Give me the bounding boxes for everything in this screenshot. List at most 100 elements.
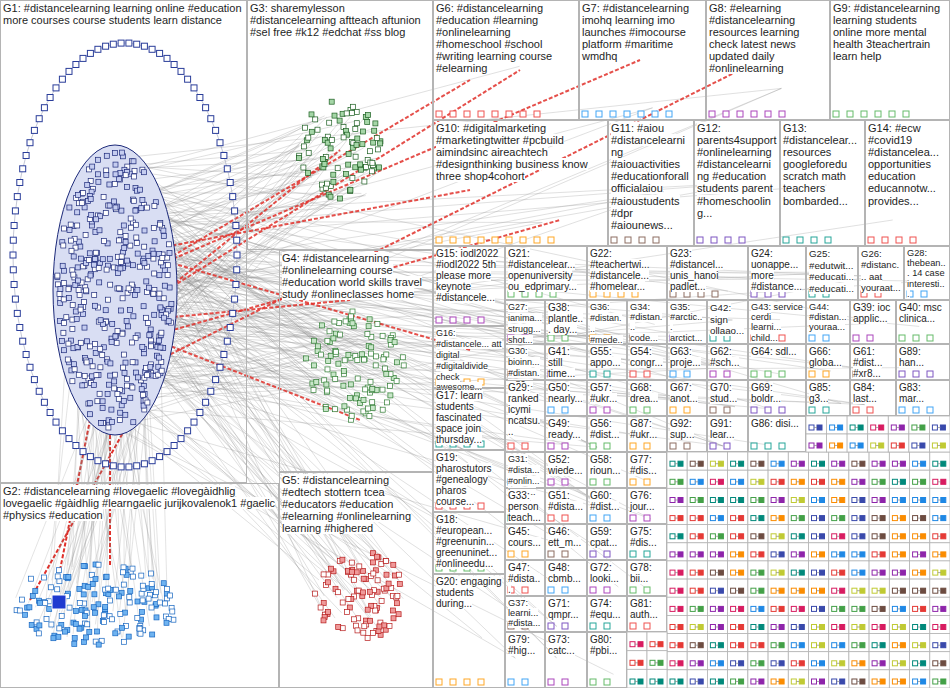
- vertex: [739, 679, 744, 684]
- vertex: [69, 248, 74, 253]
- tiny-group-cell: [788, 579, 808, 597]
- edge-line: [695, 554, 698, 555]
- edge-line: [837, 481, 840, 482]
- edge-line: [736, 663, 739, 664]
- vertex: [820, 625, 825, 630]
- vertex: [892, 643, 897, 648]
- vertex: [880, 661, 885, 666]
- vertex: [96, 179, 101, 184]
- vertex: [779, 606, 784, 611]
- vertex: [820, 461, 825, 466]
- vertex: [146, 254, 151, 259]
- vertex: [852, 661, 857, 666]
- tiny-group-cell: [728, 561, 748, 579]
- vertex: [799, 552, 804, 557]
- vertex: [53, 419, 59, 425]
- vertex: [374, 354, 379, 359]
- vertex: [892, 661, 897, 666]
- vertex: [812, 606, 817, 611]
- vertex: [933, 534, 938, 539]
- vertex: [872, 625, 877, 630]
- tiny-group-cell: [806, 416, 827, 434]
- tiny-group-cell: [667, 470, 687, 488]
- vertex: [67, 295, 72, 300]
- vertex: [88, 344, 93, 349]
- vertex: [81, 592, 86, 597]
- vertex: [779, 534, 784, 539]
- vertex: [135, 287, 140, 292]
- vertex: [779, 552, 784, 557]
- vertex: [751, 498, 756, 503]
- vertex: [840, 479, 845, 484]
- vertex: [144, 279, 149, 284]
- vertex: [130, 566, 135, 571]
- tiny-group-cell: [728, 452, 748, 470]
- edge-line: [837, 590, 840, 591]
- edge-line: [715, 663, 718, 664]
- edge-line: [938, 681, 941, 682]
- vertex: [718, 570, 723, 575]
- vertex: [739, 625, 744, 630]
- vertex: [860, 606, 865, 611]
- vertex: [140, 598, 145, 603]
- vertex: [51, 636, 56, 641]
- edge-line: [715, 572, 718, 573]
- edge-line: [756, 572, 759, 573]
- vertex: [104, 168, 109, 173]
- vertex: [670, 679, 675, 684]
- edge-line: [157, 334, 357, 386]
- vertex: [354, 109, 359, 114]
- vertex: [670, 479, 675, 484]
- vertex: [779, 661, 784, 666]
- edge-line: [897, 463, 900, 464]
- vertex: [325, 181, 330, 186]
- tiny-group-cell: [930, 561, 950, 579]
- edge-line: [817, 536, 820, 537]
- edge-line: [715, 518, 718, 519]
- vertex: [233, 223, 239, 229]
- vertex: [82, 325, 87, 330]
- edge-line: [877, 645, 880, 646]
- vertex: [710, 461, 715, 466]
- vertex: [55, 587, 60, 592]
- vertex: [12, 208, 18, 214]
- tiny-group-cell: [728, 579, 748, 597]
- tiny-group-cell: [748, 670, 768, 688]
- vertex: [698, 498, 703, 503]
- vertex: [698, 661, 703, 666]
- tiny-group-cell: [869, 452, 889, 470]
- vertex: [60, 338, 65, 343]
- vertex: [383, 366, 388, 371]
- vertex: [338, 332, 343, 337]
- vertex: [162, 283, 167, 288]
- vertex: [374, 136, 379, 141]
- vertex: [139, 573, 144, 578]
- vertex: [690, 588, 695, 593]
- vertex: [55, 574, 60, 579]
- vertex: [920, 443, 925, 448]
- vertex: [718, 643, 723, 648]
- edge-line: [817, 663, 820, 664]
- vertex: [94, 373, 99, 378]
- vertex: [125, 383, 130, 388]
- tiny-group-cell: [707, 579, 727, 597]
- vertex: [123, 173, 128, 178]
- heavy-edge-line: [151, 220, 560, 336]
- vertex: [146, 285, 151, 290]
- vertex: [47, 410, 53, 416]
- vertex: [779, 461, 784, 466]
- tiny-group-cell: [869, 525, 889, 543]
- tiny-group-cell: [788, 652, 808, 670]
- edge-line: [776, 645, 779, 646]
- tiny-group-cell: [849, 634, 869, 652]
- vertex: [71, 272, 76, 277]
- vertex: [106, 425, 111, 430]
- vertex: [224, 166, 230, 172]
- vertex: [791, 625, 796, 630]
- vertex: [73, 62, 79, 68]
- vertex: [134, 463, 140, 469]
- tiny-group-cell: [829, 561, 849, 579]
- edge-line: [675, 463, 678, 464]
- edge-line: [715, 554, 718, 555]
- vertex: [127, 595, 132, 600]
